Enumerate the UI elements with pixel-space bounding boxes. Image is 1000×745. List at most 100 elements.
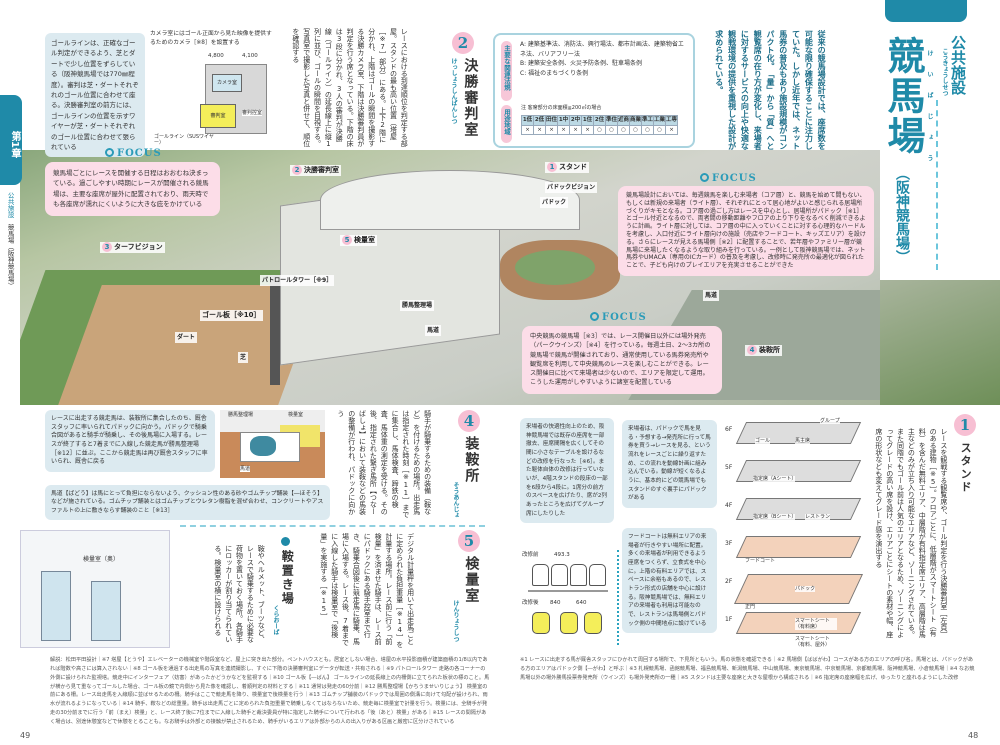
camera-room-label: カメラ室: [212, 74, 242, 92]
main-title-ruby: けいばじょう: [926, 50, 933, 176]
subtitle: （阪神競馬場）: [894, 166, 910, 264]
zone-note: 注 客席部分の床面積≧200㎡の場合: [521, 105, 602, 111]
umamichi-note: 馬道【ばどう】は馬にとって負担にならないよう、クッション性のある砂やゴムチップ舗…: [45, 485, 330, 521]
top-tab: [885, 0, 967, 22]
chapter-subtitle: 競馬場（阪神競馬場）: [6, 224, 15, 289]
before-label: 改修前: [522, 552, 539, 558]
floor-level: 1F: [725, 616, 733, 623]
floor-label: ゴール: [755, 438, 771, 444]
zone-header: 工業: [653, 115, 666, 126]
zone-mark: ×: [557, 124, 570, 136]
zone-mark: ×: [533, 124, 546, 136]
sec1-body: レースを観戦する観覧席や、ゴール判定を行う決勝審判室［左頁］のある建物［※5］。…: [874, 428, 948, 638]
sec5-number: 5: [458, 530, 480, 552]
racecourse-illustration-right: [880, 280, 1000, 405]
zone-mark: ○: [653, 124, 666, 136]
saddle-title: 鞍置き場: [280, 550, 295, 606]
judge-room-label: 審判室: [200, 104, 236, 128]
floor-label: グループ: [820, 418, 840, 424]
saddle-ruby: くらおーば: [272, 605, 279, 635]
camera-caption: カメラ室にはゴール正面から見た映像を提供するためのカメラ［※8］を設置する: [150, 31, 272, 46]
sec4-title: 装鞍所: [463, 436, 480, 484]
sec5-title: 検量室: [463, 556, 480, 604]
zone-mark: ×: [545, 124, 558, 136]
zone-mark: ×: [581, 124, 594, 136]
zone-header: 1住: [581, 115, 594, 126]
label-dirt: ダート: [175, 332, 198, 343]
sec5-ruby: けんりょうしつ: [452, 600, 459, 642]
focus-label-3: FOCUS: [590, 312, 647, 324]
sec1-title: スタンド: [959, 442, 973, 494]
label-path-2: 馬道: [703, 290, 720, 301]
magnifier-icon: [105, 148, 114, 157]
floor-level: 6F: [725, 426, 733, 433]
floor-level: 3F: [725, 540, 733, 547]
focus-label-1: FOCUS: [105, 148, 162, 160]
footnotes-right: ※1 レースに出走する馬が厩舎スタッフにひかれて周回する場所で、下見所ともいう。…: [520, 657, 975, 681]
floor-label: 馬主席: [795, 438, 811, 444]
law-c: C: 福祉のまちづくり条例: [520, 69, 589, 77]
dim-4100: 4,100: [242, 53, 258, 59]
zone-mark: ×: [521, 124, 534, 136]
main-title: 競馬場: [881, 36, 925, 156]
label-paddock: パドック: [540, 197, 569, 208]
law-a: A: 建築基準法、消防法、興行場法、都市計画法、建築物省エネ法、バリアフリー法: [520, 41, 684, 58]
magnifier-icon: [700, 173, 709, 182]
footnotes-left: 解説：松田平田設計｜※7 塔屋【とうや】エレベーターの機械室や階段室など、屋上に…: [50, 657, 490, 725]
zone-header: 1中: [557, 115, 570, 126]
zone-tag: 用途地域: [501, 105, 512, 143]
floor-label: スマートシート（有料、屋外）: [795, 636, 837, 648]
sec2-title: 決勝審判室: [462, 58, 479, 138]
zone-header: 近商: [617, 115, 630, 126]
laws-tag: 主要な関連法規: [501, 41, 512, 101]
horse-label-weigh: 検量室: [288, 412, 304, 418]
floor-label: 指定席（Aシート）: [753, 476, 797, 482]
sec1-number: 1: [954, 414, 976, 436]
label-holding: 勝馬整理場: [400, 300, 435, 311]
zone-mark: ○: [629, 124, 642, 136]
zone-header: 田住: [545, 115, 558, 126]
magnifier-icon: [590, 312, 599, 321]
focus-label-2: FOCUS: [700, 173, 757, 185]
zone-mark: ○: [593, 124, 606, 136]
seat-renovation-note: 来場者の快適性向上のため、阪神競馬場では既存の座席を一部撤去、座席間隔を広くして…: [520, 418, 614, 524]
label-goal-post: ゴール板［※10］: [200, 310, 263, 321]
bullet-icon: [281, 537, 290, 546]
seat-diagram: 改修前 493.3 改修後 840 640: [522, 552, 612, 646]
sec4-body: 騎手が騎乗するための装備（鞍など）を付けるための場所。出走馬は指定された時刻［※…: [336, 410, 432, 518]
sec5-body: デジタル計量秤を用いて出走馬ごとに定められた負担重量［※14］を計量する場所。レ…: [319, 533, 415, 648]
sec4-number: 4: [458, 410, 480, 432]
camera-room-diagram: カメラ室にはゴール正面から見た映像を提供するためのカメラ［※8］を設置する 4,…: [150, 30, 275, 148]
dim-before: 493.3: [554, 552, 570, 558]
zone-mark: ○: [605, 124, 618, 136]
flow-note: 来場者は、パドックで馬を見る・予想する→発売所に行って馬券を買う→レースを見る、…: [622, 420, 717, 508]
sec2-body: レースにおける到達順位を判定する部屋。スタンドの最も高い位置（塔屋［※7］部分）…: [291, 28, 409, 148]
sec2-number: 2: [452, 32, 474, 54]
intro-text: 従来の競馬場設計では、座席数を可能な限り確保することに注力していた。しかし近年で…: [714, 30, 827, 150]
goal-wire-label: ゴールライン（SUSワイヤー）: [154, 134, 214, 146]
assist-room-label: 審判控室: [242, 110, 263, 116]
foodcourt-note: フードコートは無料エリアの来場者が行きやすい場所に配置。多くの来場者が利用できる…: [622, 528, 717, 634]
laws-panel: 主要な関連法規 A: 建築基準法、消防法、興行場法、都市計画法、建築物省エネ法、…: [493, 33, 695, 148]
focus-box-2: 競馬場設計においては、毎週競馬を楽しむ来場者（コア層）と、競馬を始めて間もない、…: [618, 186, 874, 276]
zone-header: 1低: [521, 115, 534, 126]
zone-header: 2低: [533, 115, 546, 126]
zone-header: 準工: [641, 115, 654, 126]
zone-mark: ×: [665, 124, 678, 136]
zone-header: 準住: [605, 115, 618, 126]
zone-header: 工専: [665, 115, 678, 126]
dim-after-2: 640: [576, 600, 587, 606]
after-label: 改修後: [522, 600, 539, 606]
weigh-room-back-label: 検量室（奥）: [83, 556, 120, 563]
goal-line-note: ゴールラインは、正確なゴール判定ができるよう、芝とダートで少し位置をずらしている…: [45, 33, 145, 158]
chapter-section: 公共施設: [6, 192, 15, 218]
floor-label: スマートシート（有料席）: [795, 618, 837, 630]
horse-label-holding: 勝馬整理場: [228, 412, 254, 418]
zone-mark: ×: [569, 124, 582, 136]
